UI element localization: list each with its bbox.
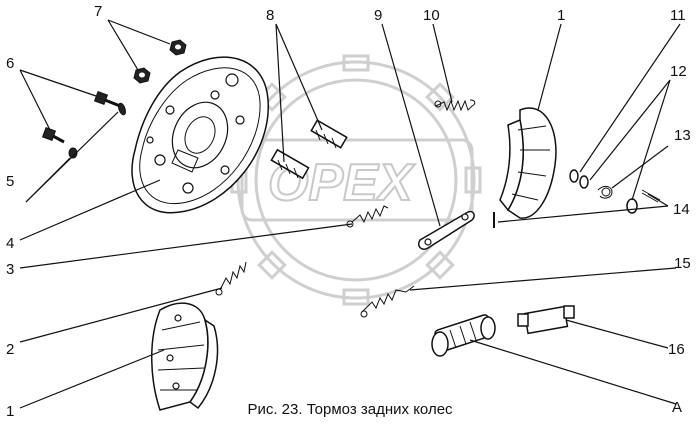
washer-11 bbox=[569, 169, 579, 183]
spring-clip bbox=[597, 185, 613, 199]
callout-12: 12 bbox=[670, 63, 687, 80]
leader-lines bbox=[19, 19, 681, 409]
callout-14: 14 bbox=[673, 201, 690, 218]
spacer-strut bbox=[360, 285, 415, 318]
callout-15: 15 bbox=[674, 255, 691, 272]
wheel-cylinder bbox=[517, 305, 575, 335]
cotter-pin-right bbox=[641, 189, 661, 203]
callout-2: 2 bbox=[6, 341, 14, 358]
callout-3: 3 bbox=[6, 261, 14, 278]
callout-A: A bbox=[672, 399, 682, 416]
callout-16: 16 bbox=[668, 341, 685, 358]
brake-shield bbox=[131, 56, 269, 214]
washer-upper bbox=[118, 102, 126, 116]
nut-upper bbox=[169, 39, 187, 56]
callout-1-top: 1 bbox=[557, 7, 565, 24]
parking-lever bbox=[417, 210, 475, 251]
eccentric-pin-upper bbox=[310, 119, 348, 149]
brake-shoe-upper bbox=[499, 107, 557, 219]
callout-10: 10 bbox=[423, 7, 440, 24]
callout-7: 7 bbox=[94, 3, 102, 20]
figure-caption: Рис. 23. Тормоз задних колес bbox=[247, 401, 453, 418]
watermark-gear bbox=[230, 54, 482, 306]
shoe-return-spring bbox=[215, 261, 247, 296]
eccentric-pin-lower bbox=[270, 148, 310, 180]
callout-13: 13 bbox=[674, 127, 691, 144]
callout-6: 6 bbox=[6, 55, 14, 72]
lower-spring bbox=[346, 205, 389, 228]
wheel-cylinder-assembly bbox=[431, 314, 496, 357]
callout-4: 4 bbox=[6, 235, 14, 252]
callout-8: 8 bbox=[266, 7, 274, 24]
callout-11: 11 bbox=[670, 7, 686, 24]
callout-5: 5 bbox=[6, 173, 14, 190]
callout-9: 9 bbox=[374, 7, 382, 24]
bolt-upper bbox=[93, 90, 121, 108]
washer-lower bbox=[68, 147, 78, 159]
callout-1-bottom: 1 bbox=[6, 403, 14, 420]
brake-shoe-lower bbox=[151, 302, 219, 411]
nut-lower bbox=[133, 67, 151, 84]
bolt-lower bbox=[41, 126, 65, 144]
upper-spring bbox=[434, 99, 476, 112]
